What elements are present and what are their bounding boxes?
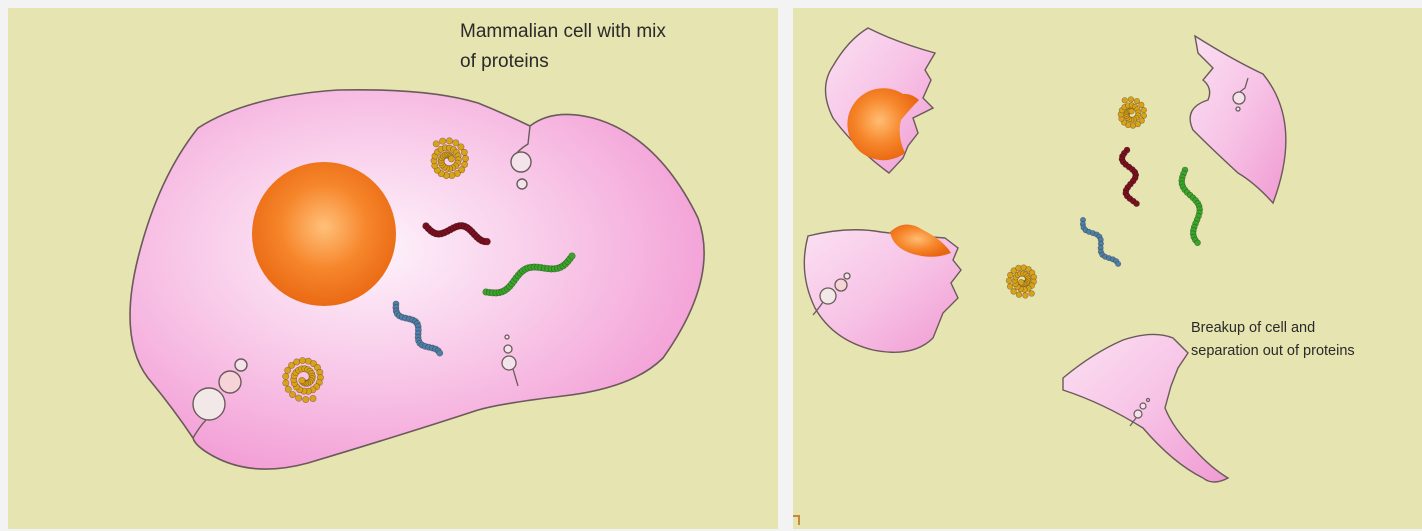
corner-mark [793, 515, 800, 525]
nucleus [252, 162, 396, 306]
yellow-spiral-protein [1118, 97, 1147, 129]
caption-line-1: Breakup of cell and [1191, 317, 1422, 340]
broken-cell-illustration [793, 8, 1422, 529]
yellow-spiral-protein-2 [1006, 265, 1037, 299]
cell-fragment-top-left [826, 28, 936, 173]
blue-chain-protein [1080, 217, 1121, 266]
breakup-caption: Breakup of cell and separation out of pr… [1191, 317, 1422, 363]
caption-line-1: Mammalian cell with mix [460, 17, 760, 47]
cell-fragment-middle-left [804, 224, 961, 352]
darkred-chain-protein [1119, 147, 1140, 207]
caption-line-2: of proteins [460, 47, 760, 77]
green-chain-protein [1179, 167, 1203, 246]
cell-fragment-top-right [1190, 36, 1286, 203]
intact-cell-caption: Mammalian cell with mix of proteins [460, 17, 760, 77]
caption-line-2: separation out of proteins [1191, 340, 1422, 363]
released-protein-chains [1006, 97, 1203, 299]
intact-cell-panel: Mammalian cell with mix of proteins [8, 8, 778, 529]
broken-cell-panel: Breakup of cell and separation out of pr… [793, 8, 1422, 529]
intact-cell-illustration [8, 8, 778, 529]
